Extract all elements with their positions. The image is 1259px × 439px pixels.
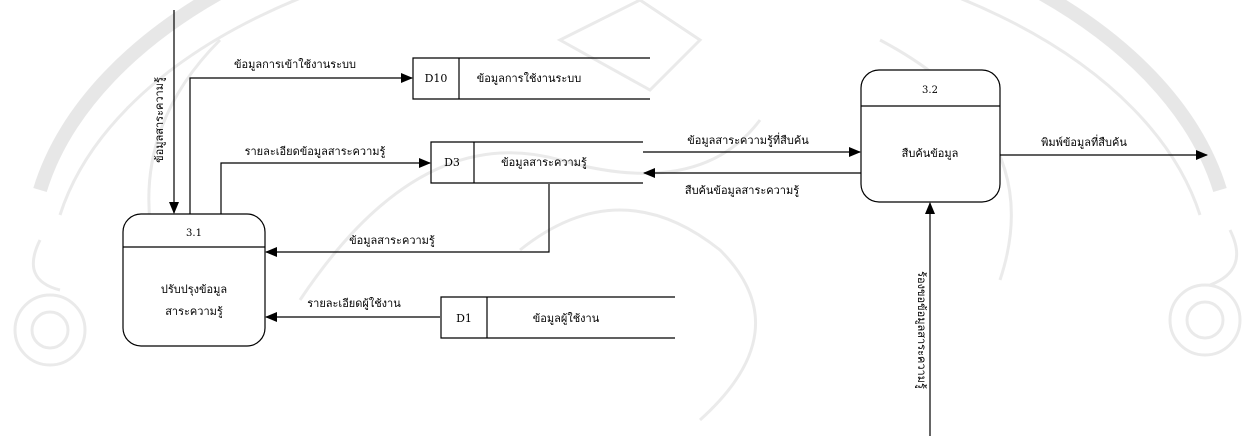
flow-to-d3: รายละเอียดข้อมูลสาระความรู้ (220, 145, 431, 214)
data-store-d10: D10 ข้อมูลการใช้งานระบบ (412, 57, 650, 100)
data-store-d3: D3 ข้อมูลสาระความรู้ (430, 141, 643, 184)
data-store-d10-name: ข้อมูลการใช้งานระบบ (477, 72, 582, 85)
flow-to-d10-label: ข้อมูลการเข้าใช้งานระบบ (234, 58, 356, 71)
flow-p32-to-d3: สืบค้นข้อมูลสาระความรู้ (643, 168, 861, 197)
data-store-d3-name: ข้อมูลสาระความรู้ (501, 156, 587, 169)
flow-d3-to-p32: ข้อมูลสาระความรู้ที่สืบค้น (643, 132, 861, 157)
data-store-d1-name: ข้อมูลผู้ใช้งาน (533, 312, 600, 325)
process-3-1-id: 3.1 (186, 228, 202, 239)
process-3-1-name-line1: ปรับปรุงข้อมูล (161, 283, 227, 296)
flow-from-d3-label: ข้อมูลสาระความรู้ (349, 234, 435, 247)
flow-p32-to-d3-label: สืบค้นข้อมูลสาระความรู้ (685, 184, 799, 197)
flow-in-knowledge: ข้อมูลสาระความรู้ (153, 10, 179, 214)
flow-p32-out-label: พิมพ์ข้อมูลที่สืบค้น (1041, 134, 1127, 149)
flow-from-d1: รายละเอียดผู้ใช้งาน (265, 297, 440, 322)
data-store-d10-id: D10 (425, 72, 448, 85)
flow-to-d3-label: รายละเอียดข้อมูลสาระความรู้ (245, 145, 386, 158)
flow-to-d10: ข้อมูลการเข้าใช้งานระบบ (189, 58, 413, 214)
process-3-2-id: 3.2 (922, 85, 938, 96)
watermark-emblem (13, 0, 1242, 422)
flow-p32-out: พิมพ์ข้อมูลที่สืบค้น (1000, 134, 1208, 160)
flow-in-knowledge-label: ข้อมูลสาระความรู้ (153, 77, 166, 163)
process-3-1-name-line2: สาระความรู้ (165, 305, 223, 318)
data-store-d1: D1 ข้อมูลผู้ใช้งาน (440, 296, 675, 339)
flow-request-in-label: ร้องขอข้อมูลสาระความรู้ (915, 271, 928, 389)
process-3-2: 3.2 สืบค้นข้อมูล (860, 69, 1001, 203)
flow-from-d3: ข้อมูลสาระความรู้ (265, 184, 550, 257)
flow-from-d1-label: รายละเอียดผู้ใช้งาน (307, 297, 401, 310)
process-3-1: 3.1 ปรับปรุงข้อมูล สาระความรู้ (122, 213, 266, 347)
process-3-2-name: สืบค้นข้อมูล (902, 147, 959, 160)
flow-request-in: ร้องขอข้อมูลสาระความรู้ (915, 202, 935, 436)
data-store-d1-id: D1 (456, 312, 472, 325)
flow-d3-to-p32-label: ข้อมูลสาระความรู้ที่สืบค้น (687, 132, 809, 147)
data-store-d3-id: D3 (444, 156, 460, 169)
